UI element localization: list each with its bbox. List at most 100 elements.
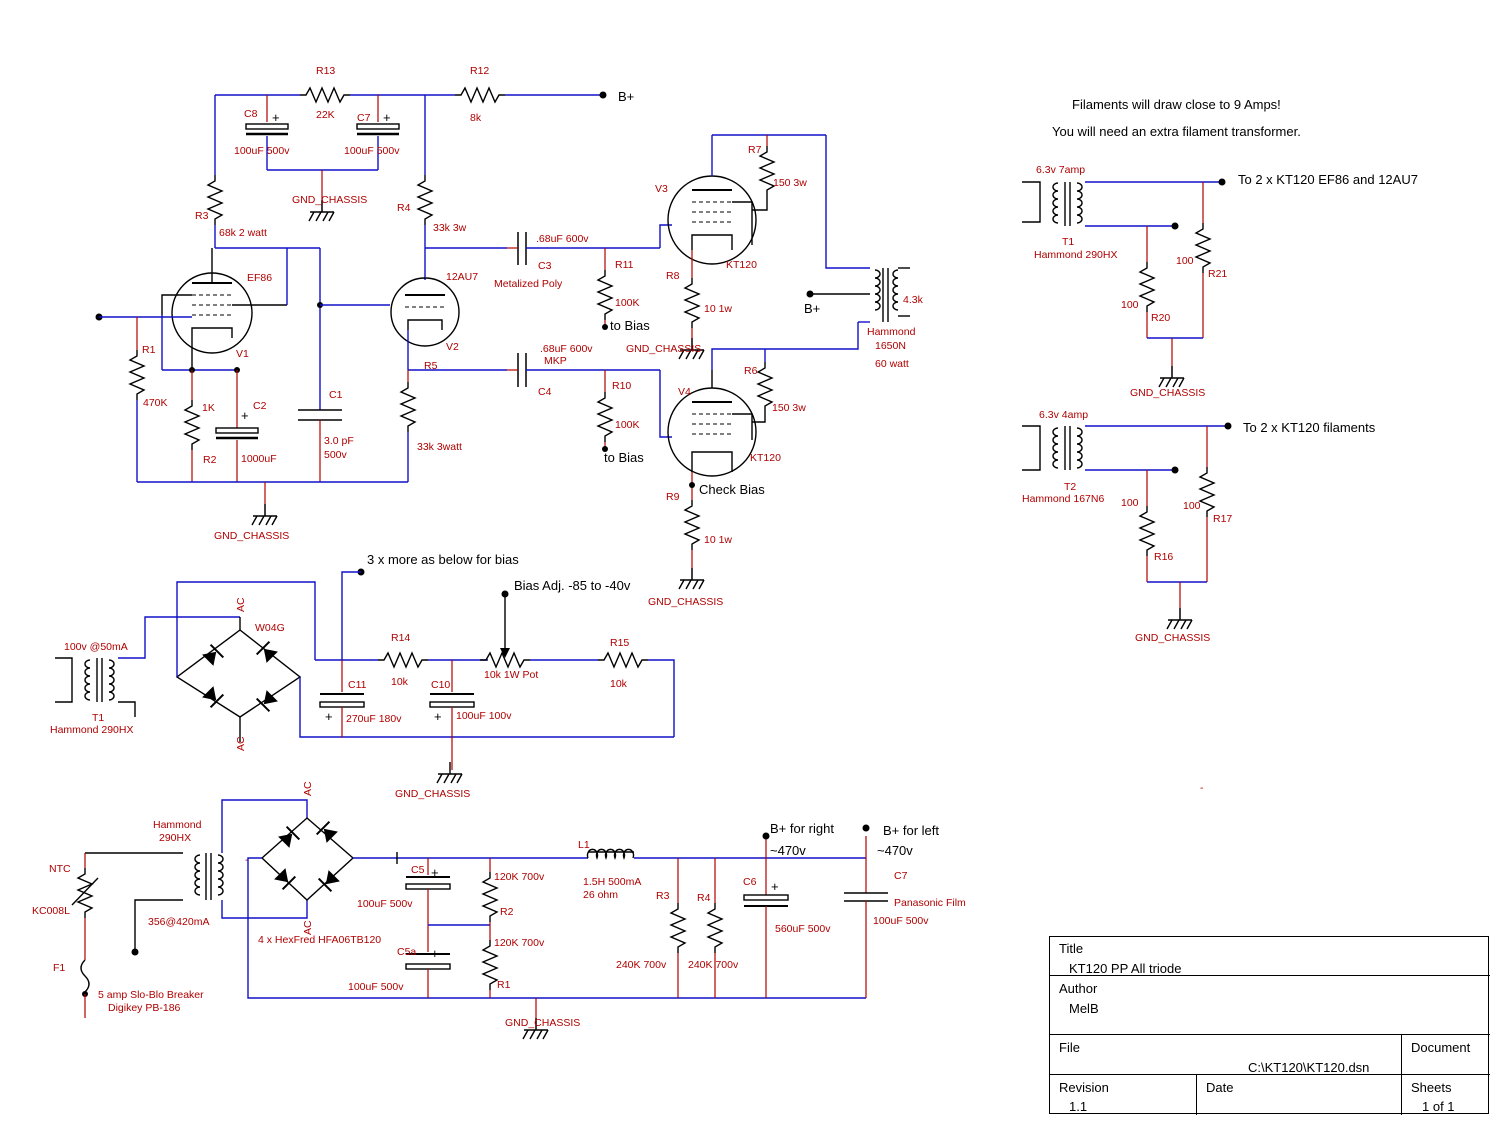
diode-label: 4 x HexFred HFA06TB120 — [258, 934, 381, 946]
sheets-label: Sheets — [1411, 1080, 1452, 1095]
c8-label: C8 — [244, 108, 258, 120]
r17-value: 100 — [1183, 500, 1201, 512]
c5-label: C5 — [411, 864, 425, 876]
filament-transformer-t1 — [1052, 182, 1059, 224]
r15-label: R15 — [610, 637, 629, 649]
resistor-r10 — [597, 391, 613, 443]
ot-power: 60 watt — [875, 358, 909, 370]
r11-value: 100K — [615, 297, 640, 309]
document-label: Document — [1411, 1040, 1471, 1055]
diode — [276, 825, 301, 850]
bridge-rectifier-w04g — [175, 629, 302, 718]
r12-value: 8k — [470, 112, 482, 124]
ct-dash: - — [245, 854, 249, 866]
ac-label: AC — [302, 920, 314, 935]
ground-symbol — [1166, 607, 1193, 630]
svg-text:+: + — [434, 709, 442, 724]
drawing-title: KT120 PP All triode — [1069, 961, 1182, 976]
filament-section: Filaments will draw close to 9 Amps! You… — [1022, 97, 1418, 794]
t1-rating: 6.3v 7amp — [1036, 164, 1085, 176]
gnd-label: GND_CHASSIS — [626, 343, 701, 355]
resistor-r8 — [684, 277, 700, 329]
r2-label: R2 — [500, 906, 514, 918]
filament-destination: To 2 x KT120 filaments — [1243, 420, 1376, 435]
filament-transformer-t2-secondary — [1076, 427, 1083, 469]
r17-label: R17 — [1213, 513, 1232, 525]
r2-value: 120K 700v — [494, 871, 545, 883]
choke-l1 — [586, 848, 635, 860]
resistor-r1 — [129, 349, 145, 401]
ntc-model: KC008L — [32, 905, 70, 917]
ntc-thermistor — [77, 867, 93, 919]
c4-label: C4 — [538, 386, 552, 398]
r10-value: 100K — [615, 419, 640, 431]
filament-destination: To 2 x KT120 EF86 and 12AU7 — [1238, 172, 1418, 187]
author-label: Author — [1059, 981, 1098, 996]
ac-label: AC — [235, 597, 247, 612]
svg-text:+: + — [771, 879, 779, 894]
ntc-label: NTC — [49, 863, 71, 875]
r21-label: R21 — [1208, 268, 1227, 280]
date-label: Date — [1206, 1080, 1234, 1095]
r3-value: 240K 700v — [616, 959, 667, 971]
bias-note: 3 x more as below for bias — [367, 552, 519, 567]
r1-label: R1 — [142, 344, 156, 356]
r12-label: R12 — [470, 65, 489, 77]
t2-model: Hammond 167N6 — [1022, 493, 1104, 505]
c7-label: C7 — [894, 870, 908, 882]
r6-value: 150 3w — [772, 402, 806, 414]
resistor-r3-psu — [670, 902, 686, 954]
bias-t1-label: T1 — [92, 712, 104, 724]
resistor-r4-psu — [707, 902, 723, 954]
12au7-label: 12AU7 — [446, 271, 478, 283]
r3-label: R3 — [656, 890, 670, 902]
ot-label: Hammond — [867, 326, 916, 338]
diode — [315, 820, 340, 845]
ac-label: AC — [235, 736, 247, 751]
revision-value: 1.1 — [1069, 1099, 1088, 1114]
resistor-r17 — [1199, 466, 1215, 518]
fuse-f1 — [80, 959, 90, 993]
resistor-r7 — [759, 145, 775, 197]
r8-label: R8 — [666, 270, 680, 282]
amplifier-section: B+ R13 22K R12 8k + + C8 100uF 500v C7 1… — [95, 65, 924, 608]
diode — [200, 643, 225, 668]
gnd-label: GND_CHASSIS — [648, 596, 723, 608]
svg-text:+: + — [241, 408, 249, 423]
ot-model: 1650N — [875, 340, 906, 352]
r5-value: 33k 3watt — [417, 441, 462, 453]
resistor-r16 — [1139, 505, 1155, 557]
f1-rating: 5 amp Slo-Blo Breaker — [98, 989, 204, 1001]
c5a-label: C5a — [397, 946, 416, 958]
r16-value: 100 — [1121, 497, 1139, 509]
c2-value: 1000uF — [241, 453, 277, 465]
r20-label: R20 — [1151, 312, 1170, 324]
file-path: C:\KT120\KT120.dsn — [1248, 1060, 1370, 1075]
gnd-label: GND_CHASSIS — [292, 194, 367, 206]
resistor-r13 — [299, 87, 351, 103]
power-transformer — [194, 854, 201, 896]
ptx-label: Hammond — [153, 819, 202, 831]
r1-value: 470K — [143, 397, 168, 409]
c1-label: C1 — [329, 389, 343, 401]
svg-text:+: + — [431, 946, 439, 961]
resistor-r6 — [757, 361, 773, 413]
r4-label: R4 — [697, 892, 711, 904]
kt120-label: KT120 — [726, 259, 757, 271]
l1-value: 1.5H 500mA — [583, 876, 641, 888]
c7-type: Panasonic Film — [894, 897, 966, 909]
bias-section: 3 x more as below for bias Bias Adj. -85… — [50, 552, 675, 800]
r14-value: 10k — [391, 676, 409, 688]
resistor-r4 — [417, 174, 433, 226]
ground-symbol — [678, 567, 705, 590]
gnd-label: GND_CHASSIS — [505, 1017, 580, 1029]
r9-value: 10 1w — [704, 534, 732, 546]
r6-label: R6 — [744, 365, 758, 377]
c5-value: 100uF 500v — [357, 898, 413, 910]
r16-label: R16 — [1154, 551, 1173, 563]
resistor-r12 — [454, 87, 506, 103]
r8-value: 10 1w — [704, 303, 732, 315]
power-supply-section: Hammond 290HX 356@420mA - NTC KC008L F1 … — [32, 781, 966, 1040]
resistor-r21 — [1195, 222, 1211, 274]
ef86-label: EF86 — [247, 272, 272, 284]
